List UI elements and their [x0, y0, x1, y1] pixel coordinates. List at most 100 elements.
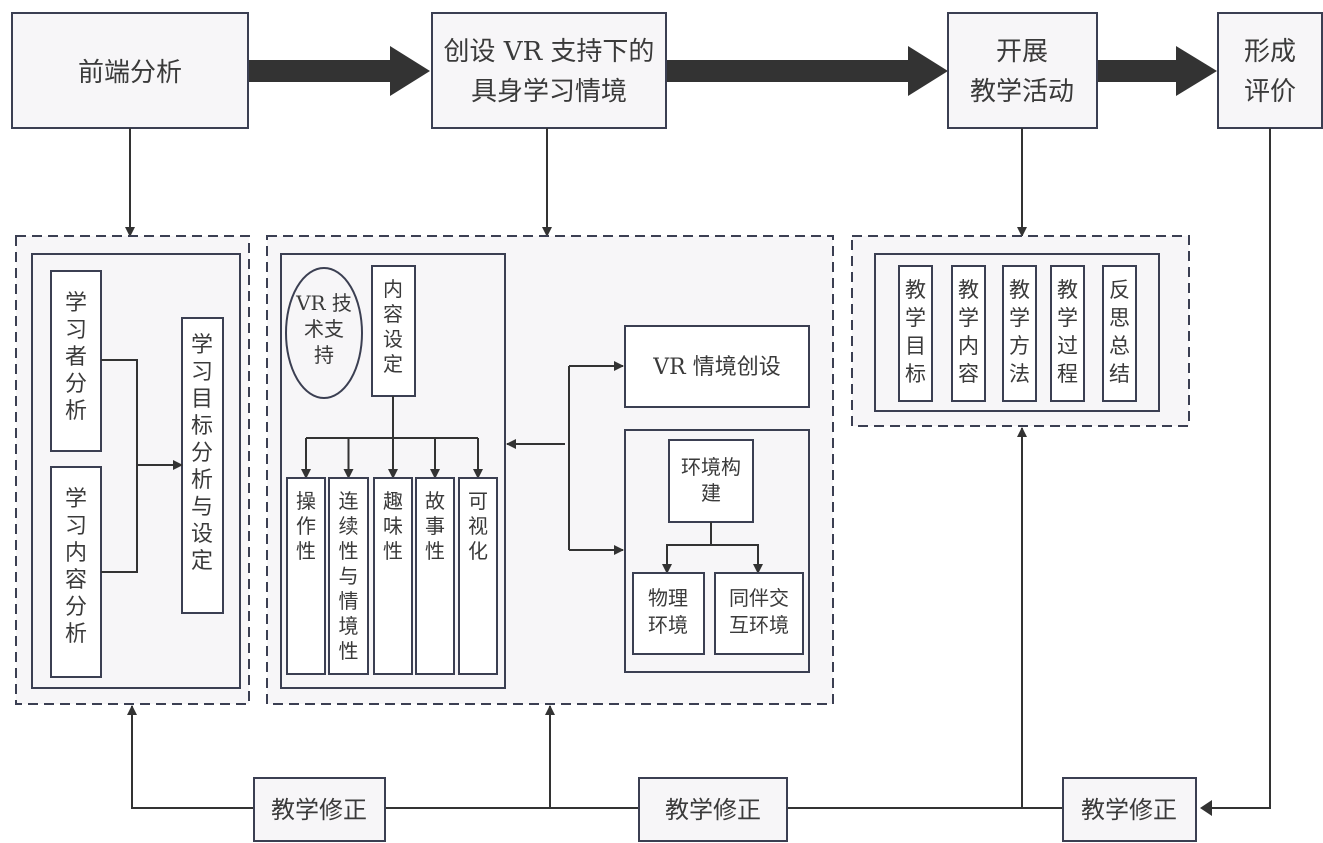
vertical-char: 学 — [1009, 306, 1030, 330]
correction-label: 教学修正 — [271, 796, 367, 824]
vertical-char: 标 — [905, 362, 926, 386]
vertical-char: 定 — [191, 549, 213, 574]
vr-support-label: VR 技 — [295, 291, 352, 315]
vertical-char: 内 — [958, 334, 979, 358]
vertical-char: 教 — [905, 278, 926, 302]
vertical-char: 析 — [65, 622, 87, 647]
vertical-char: 学 — [65, 487, 87, 512]
main-flow-arrows — [248, 46, 1217, 96]
feature-item: 可视化 — [458, 477, 498, 675]
vertical-char: 可 — [468, 489, 488, 513]
feature-item: 故事性 — [415, 477, 455, 675]
vertical-char: 情 — [339, 589, 359, 613]
vertical-char: 分 — [191, 441, 213, 466]
vertical-char: 操 — [296, 489, 316, 513]
vertical-char: 性 — [383, 539, 403, 563]
vertical-char: 学 — [1057, 306, 1078, 330]
correction-box-2: 教学修正 — [638, 777, 788, 842]
vertical-char: 析 — [191, 468, 213, 493]
vertical-char: 程 — [1057, 362, 1078, 386]
correction-label: 教学修正 — [1081, 796, 1177, 824]
vertical-char: 定 — [383, 352, 403, 376]
vertical-char: 性 — [425, 539, 445, 563]
vertical-char: 学 — [65, 291, 87, 316]
vertical-char: 容 — [383, 302, 403, 326]
vertical-char: 趣 — [383, 489, 403, 513]
stage-label: 创设 VR 支持下的 — [444, 37, 655, 67]
vertical-char: 总 — [1109, 334, 1130, 358]
vertical-char: 化 — [468, 539, 488, 563]
physical-env-label: 环境 — [648, 613, 688, 637]
physical-env-label: 物理 — [648, 586, 688, 610]
vr-creation-box — [624, 325, 810, 408]
vertical-char: 设 — [383, 327, 403, 351]
vertical-char: 习 — [65, 514, 87, 539]
stage-label: 开展 — [996, 37, 1048, 67]
vertical-char: 性 — [296, 539, 316, 563]
vr-support-label: 术支 — [304, 317, 344, 341]
vertical-char: 故 — [425, 489, 445, 513]
stage-label: 前端分析 — [78, 58, 182, 88]
vertical-char: 视 — [468, 514, 488, 538]
stage-label: 具身学习情境 — [471, 77, 627, 107]
env-build-label: 环境构 — [681, 455, 741, 479]
vertical-char: 事 — [425, 514, 445, 538]
vertical-char: 目 — [191, 387, 213, 412]
vertical-char: 连 — [339, 489, 359, 513]
vertical-char: 性 — [339, 539, 359, 563]
vertical-char: 设 — [191, 522, 213, 547]
vertical-char: 味 — [383, 514, 403, 538]
vertical-char: 境 — [339, 614, 359, 638]
vertical-char: 作 — [296, 514, 316, 538]
vertical-char: 容 — [958, 362, 979, 386]
stage-label: 评价 — [1244, 77, 1296, 107]
env-build-label: 建 — [701, 481, 721, 505]
stage-evaluation: 形成 评价 — [1217, 12, 1323, 129]
env-build-box — [668, 439, 754, 523]
vertical-char: 性 — [339, 639, 359, 663]
content-analysis-box — [50, 466, 102, 678]
peer-env-label: 同伴交 — [729, 586, 789, 610]
vertical-char: 习 — [65, 318, 87, 343]
vertical-char: 学 — [958, 306, 979, 330]
correction-box-1: 教学修正 — [253, 777, 386, 842]
stage-label: 教学活动 — [970, 77, 1074, 107]
stage-front-analysis: 前端分析 — [11, 12, 249, 129]
vertical-char: 学 — [905, 306, 926, 330]
vertical-char: 过 — [1057, 334, 1078, 358]
feature-item: 操作性 — [286, 477, 326, 675]
vertical-char: 教 — [958, 278, 979, 302]
peer-env-box — [714, 572, 804, 655]
vertical-char: 内 — [383, 277, 403, 301]
goal-box — [181, 317, 224, 614]
vertical-char: 教 — [1057, 278, 1078, 302]
vertical-char: 分 — [65, 595, 87, 620]
stage-teaching-activities: 开展 教学活动 — [947, 12, 1098, 129]
stage-label: 形成 — [1244, 37, 1296, 67]
vertical-char: 反 — [1109, 278, 1130, 302]
vertical-char: 标 — [191, 414, 213, 439]
vertical-char: 容 — [65, 568, 87, 593]
vertical-char: 与 — [191, 495, 213, 520]
physical-env-box — [632, 572, 705, 655]
correction-box-3: 教学修正 — [1062, 777, 1197, 842]
learner-analysis-box — [50, 270, 102, 452]
vertical-char: 结 — [1109, 362, 1130, 386]
vertical-char: 教 — [1009, 278, 1030, 302]
